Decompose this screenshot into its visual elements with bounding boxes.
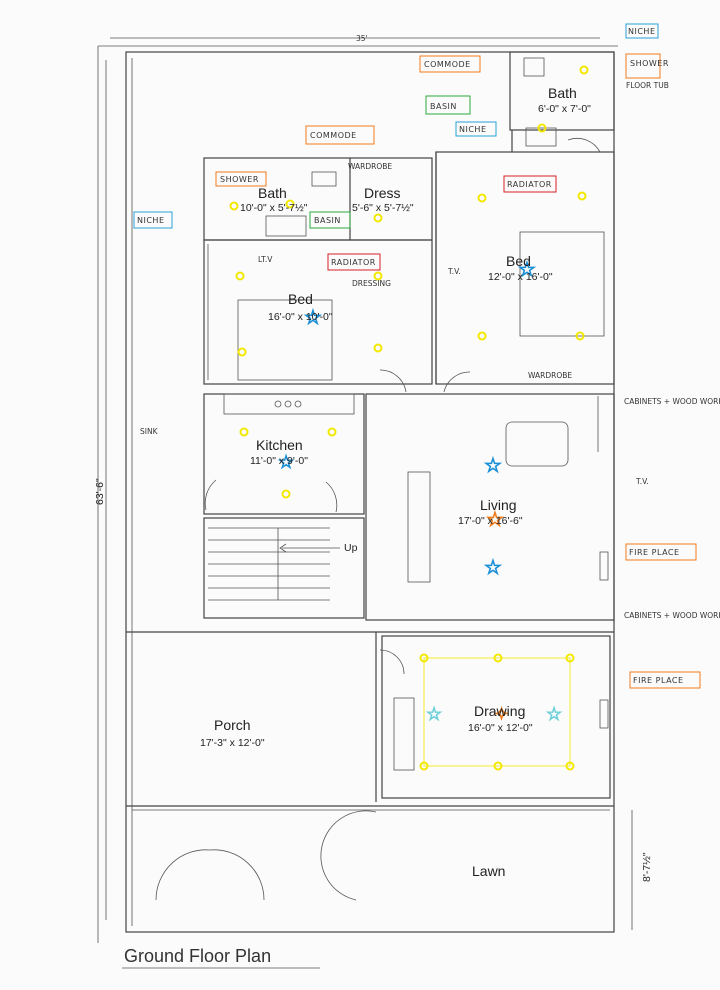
note-floor-tub: FLOOR TUB	[626, 81, 669, 90]
doors	[155, 137, 601, 901]
note-basin-top: BASIN	[430, 102, 457, 111]
staircase	[208, 527, 340, 601]
walls	[126, 51, 615, 811]
room-porch-dim: 17'-3" x 12'-0"	[200, 737, 265, 749]
room-living-name: Living	[480, 497, 517, 513]
note-fire-place-2: FIRE PLACE	[633, 676, 684, 685]
note-cabinets-2: CABINETS + WOOD WORK.	[624, 611, 720, 620]
note-fire-place-1: FIRE PLACE	[629, 548, 680, 557]
depth-dimension: 63'-6"	[94, 478, 106, 505]
top-bath-basin	[525, 127, 557, 147]
note-tv-living: T.V.	[635, 477, 649, 486]
room-bed-left-dim: 16'-0" x 10'-0"	[268, 311, 333, 323]
dining-table	[505, 421, 569, 467]
note-sink: SINK	[140, 427, 159, 436]
room-porch-name: Porch	[214, 717, 251, 733]
stairs-label: Up	[344, 542, 358, 554]
note-dressing: DRESSING	[352, 279, 391, 288]
room-living-dim: 17'-0" x 16'-6"	[458, 515, 523, 527]
note-niche-top: NICHE	[628, 27, 656, 36]
plan-title: Ground Floor Plan	[124, 946, 271, 966]
star-bed-right-icon: ☆	[518, 259, 536, 281]
room-bed-right-dim: 12'-0" x 16'-0"	[488, 271, 553, 283]
fireplace-drawing	[599, 699, 609, 729]
annotations: NICHE COMMODE SHOWER FLOOR TUB BASIN NIC…	[133, 23, 720, 689]
room-bath-left-dim: 10'-0" x 5'-7½"	[240, 202, 308, 214]
note-commode-top: COMMODE	[424, 60, 471, 69]
room-bed-left-name: Bed	[288, 291, 313, 307]
left-bath-basin	[265, 215, 307, 237]
note-wardrobe-bottom: WARDROBE	[528, 371, 572, 380]
note-commode-left: COMMODE	[310, 131, 357, 140]
living-sofa	[407, 471, 431, 583]
room-lawn-name: Lawn	[472, 863, 505, 879]
stars: ☆ ☆ ☆ ☆ ☆ ☆ ☆ ☆ ✧	[278, 259, 563, 725]
room-dress-dim: 5'-6" x 5'-7½"	[352, 202, 414, 214]
room-drawing-dim: 16'-0" x 12'-0"	[468, 722, 533, 734]
width-dimension: 35'	[356, 34, 368, 43]
room-kitchen-dim: 11'-0" x 9'-0"	[250, 455, 308, 467]
note-radiator-right: RADIATOR	[507, 180, 552, 189]
note-basin-left: BASIN	[314, 216, 341, 225]
left-bath-tub	[311, 171, 337, 187]
star-drawing-orange-icon: ✧	[494, 704, 509, 724]
note-radiator-left: RADIATOR	[331, 258, 376, 267]
bed-left-bed	[237, 299, 333, 381]
lamps	[229, 65, 589, 771]
room-bed-right-name: Bed	[506, 253, 531, 269]
star-drawing-1-icon: ☆	[426, 704, 442, 724]
room-drawing-name: Drawing	[474, 703, 525, 719]
drawing-sofa	[393, 697, 415, 771]
note-wardrobe-top: WARDROBE	[348, 162, 392, 171]
lawn-dimension: 8'-7½"	[641, 852, 653, 882]
note-niche-left: NICHE	[137, 216, 165, 225]
room-dress-name: Dress	[364, 185, 401, 201]
note-cabinets-1: CABINETS + WOOD WORK.	[624, 397, 720, 406]
star-living-2-icon: ☆	[484, 557, 502, 579]
room-labels: Bath 6'-0" x 7'-0" Bath 10'-0" x 5'-7½" …	[200, 85, 591, 879]
star-bed-left-icon: ☆	[304, 307, 322, 329]
note-shower-left: SHOWER	[220, 175, 259, 184]
star-kitchen-icon: ☆	[278, 452, 294, 472]
room-bath-top-name: Bath	[548, 85, 577, 101]
furniture	[223, 57, 609, 771]
room-kitchen-name: Kitchen	[256, 437, 303, 453]
star-drawing-2-icon: ☆	[546, 704, 562, 724]
top-bath-tub	[523, 57, 545, 77]
kitchen-counter	[223, 393, 355, 415]
bed-right-bed	[519, 231, 605, 337]
note-lt-v: LT.V	[258, 255, 273, 264]
note-niche-mid: NICHE	[459, 125, 487, 134]
star-living-1-icon: ☆	[484, 455, 502, 477]
fireplace-living	[599, 551, 609, 581]
note-shower-top: SHOWER	[630, 59, 669, 68]
star-living-orange-icon: ☆	[486, 509, 504, 531]
room-bath-left-name: Bath	[258, 185, 287, 201]
dimension-lines: 35' 63'-6" 8'-7½"	[94, 34, 653, 930]
note-tv-right: T.V.	[447, 267, 461, 276]
room-bath-top-dim: 6'-0" x 7'-0"	[538, 103, 591, 115]
